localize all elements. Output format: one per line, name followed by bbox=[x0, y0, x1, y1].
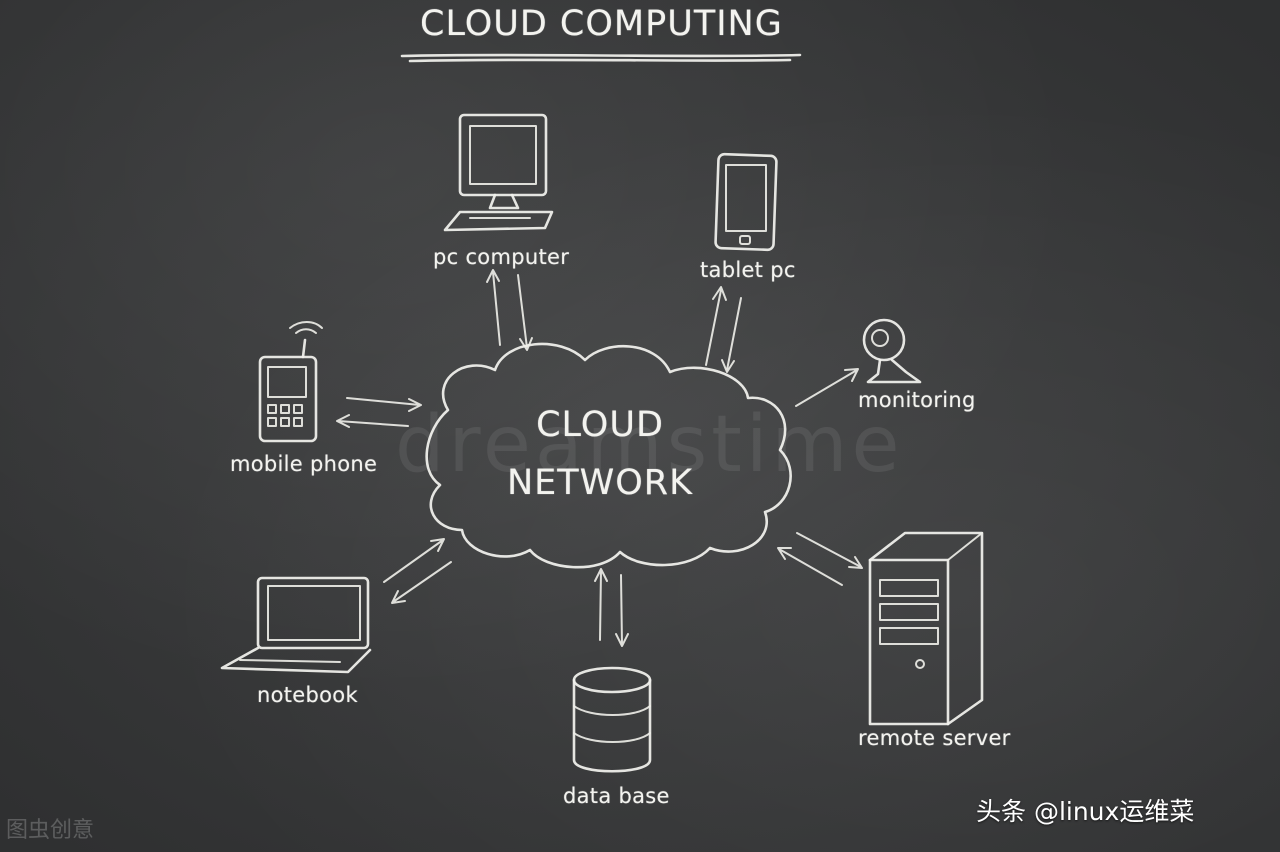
node-label-data-base: data base bbox=[563, 784, 670, 808]
cloud-label: CLOUD NETWORK bbox=[470, 396, 730, 512]
tablet-icon bbox=[714, 152, 778, 252]
node-label-mobile-phone: mobile phone bbox=[230, 452, 378, 476]
credit-right: 头条 @linux运维菜 bbox=[976, 797, 1195, 826]
credit-left: 图虫创意 bbox=[6, 818, 95, 843]
connection-arrows bbox=[336, 269, 863, 647]
database-icon bbox=[572, 666, 652, 773]
cloud-shape bbox=[425, 342, 792, 569]
pc-computer-icon bbox=[443, 113, 554, 232]
title-underline bbox=[400, 53, 802, 63]
notebook-icon bbox=[220, 576, 372, 674]
node-label-remote-server: remote server bbox=[858, 726, 1011, 750]
diagram-title: CLOUD COMPUTING bbox=[420, 4, 783, 44]
server-icon bbox=[868, 531, 984, 726]
cloud-label-line1: CLOUD bbox=[536, 405, 664, 445]
cloud-label-line2: NETWORK bbox=[506, 463, 694, 503]
node-label-pc-computer: pc computer bbox=[433, 245, 570, 269]
watermark-text: dreamstime bbox=[395, 400, 904, 490]
mobile-phone-icon bbox=[258, 321, 323, 443]
node-label-monitoring: monitoring bbox=[858, 388, 976, 412]
webcam-icon bbox=[862, 318, 922, 384]
node-label-notebook: notebook bbox=[257, 683, 358, 707]
node-label-tablet-pc: tablet pc bbox=[700, 258, 796, 282]
